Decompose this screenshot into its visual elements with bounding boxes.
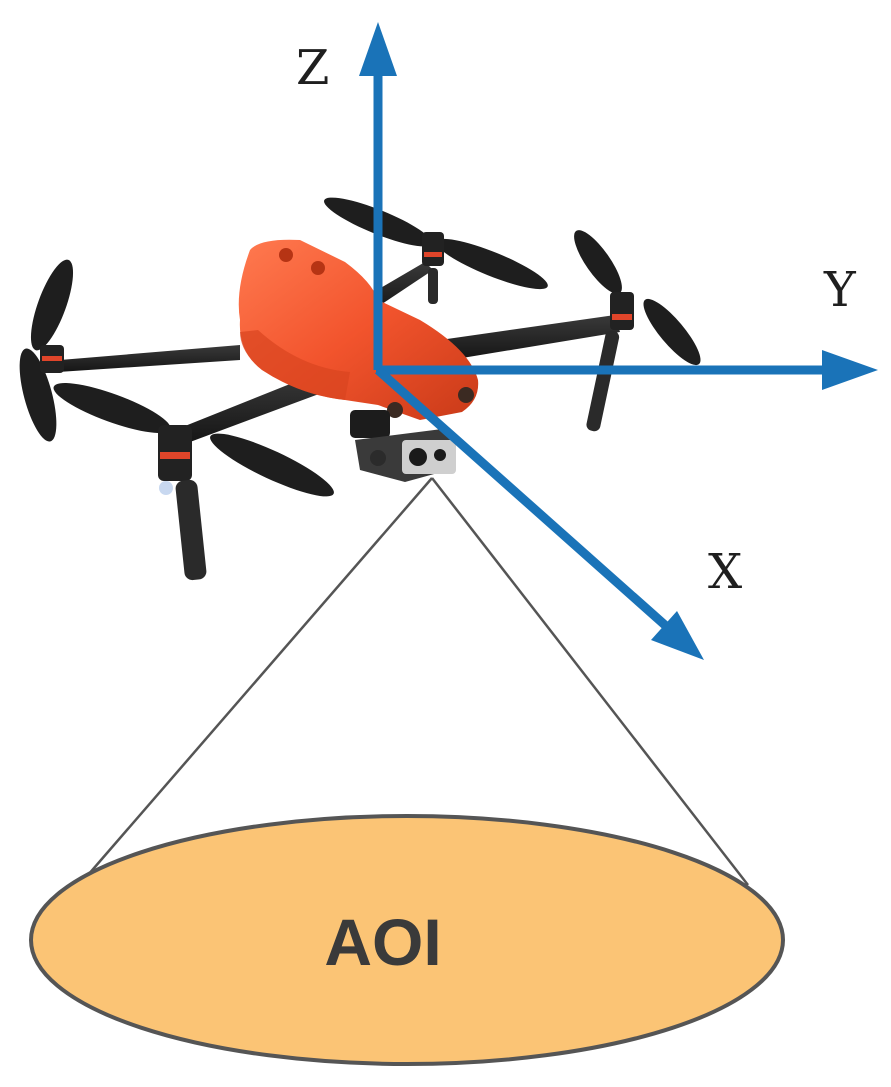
z-axis-arrowhead: [359, 22, 397, 76]
gimbal-mount: [350, 410, 390, 438]
drone-body-shade: [240, 330, 350, 400]
propeller-front-left: [53, 383, 334, 581]
x-axis-line: [375, 366, 669, 630]
z-axis-label: Z: [296, 40, 329, 96]
drone-sensor-dot: [279, 248, 293, 262]
aoi-region: AOI: [29, 814, 785, 1066]
camera-side-lens: [370, 450, 386, 466]
quadcopter-drone-icon: [19, 197, 701, 581]
drone-arm-front-left: [175, 370, 335, 445]
camera-cone: [87, 477, 749, 886]
cone-right-edge: [431, 477, 749, 886]
aoi-label: AOI: [324, 905, 441, 979]
camera-lens-icon: [409, 448, 427, 466]
drone-front-sensor: [458, 387, 474, 403]
x-axis-arrowhead: [651, 611, 704, 660]
y-axis-arrowhead: [822, 350, 878, 390]
coordinate-axes: Z Y X: [296, 22, 878, 660]
propeller-front-right: [574, 230, 701, 432]
drone-arm-rear-left: [58, 345, 240, 372]
aoi-ellipse: [29, 814, 785, 1066]
propeller-rear-left: [19, 259, 74, 442]
x-axis-label: X: [708, 544, 742, 600]
drone-arm-front-right: [440, 315, 620, 360]
y-axis-label: Y: [823, 262, 857, 318]
cone-left-edge: [87, 477, 433, 876]
camera-lens-icon: [434, 449, 446, 461]
drone-sensor-dot: [311, 261, 325, 275]
drone-front-sensor: [387, 402, 403, 418]
